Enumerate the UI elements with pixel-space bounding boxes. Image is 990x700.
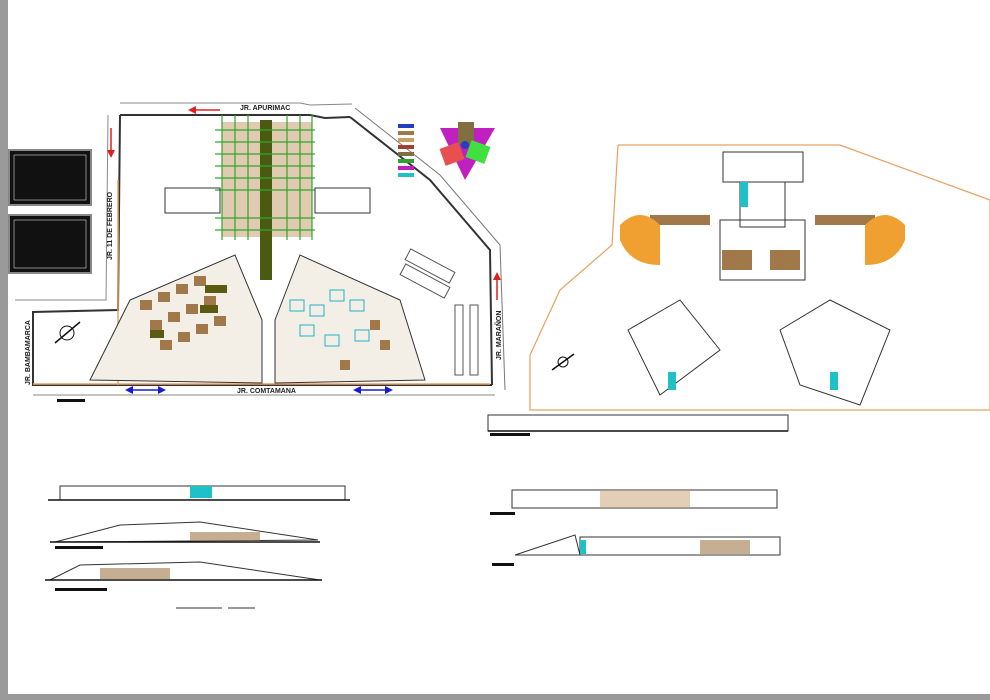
- viewer-border-left: [0, 0, 8, 700]
- traffic-arrow-south-right: [353, 386, 393, 394]
- plan-southwest-wing: [627, 299, 721, 396]
- elevation-right-3: [492, 534, 781, 566]
- central-corridor: [260, 120, 272, 280]
- plan-auditorium-seating: [620, 215, 905, 265]
- street-label-north: JR. APURIMAC: [240, 105, 290, 112]
- street-edge-east: [354, 107, 506, 391]
- street-label-south: JR. COMTAMANA: [237, 388, 296, 395]
- plan-rooms: [650, 215, 875, 270]
- north-arrow-icon: [54, 321, 81, 344]
- plan-glass-2: [668, 372, 676, 390]
- project-emblem: [439, 122, 495, 180]
- traffic-arrow-north: [188, 106, 220, 114]
- southeast-pavilion: [274, 254, 426, 384]
- area-table-1: [8, 149, 92, 206]
- viewer-border-bottom: [0, 694, 990, 700]
- street-label-east: JR. MARAÑON: [494, 311, 503, 360]
- southeast-cyan-units: [289, 289, 370, 347]
- site-boundary-east: [349, 116, 493, 386]
- plan-north-arrow-icon: [551, 353, 575, 371]
- floor-plan: [529, 144, 990, 411]
- plan-glass-1: [740, 182, 748, 207]
- plan-site-boundary: [529, 144, 990, 411]
- southeast-blocks: [340, 320, 390, 370]
- parking-area: [399, 248, 479, 376]
- street-label-west: JR. 11 DE FEBRERO: [107, 191, 114, 260]
- street-edge-north: [120, 102, 353, 106]
- southwest-blocks: [140, 276, 226, 350]
- plan-glass-3: [830, 372, 838, 390]
- street-label-southwest: JR. BAMBAMARCA: [25, 320, 32, 385]
- area-table-2: [8, 214, 92, 274]
- elevation-left-2: [50, 521, 320, 549]
- street-edge-west: [15, 114, 109, 301]
- traffic-arrow-west: [107, 128, 115, 158]
- plan-north-block: [722, 151, 804, 183]
- scale-bar: [57, 399, 85, 402]
- structural-grid: [215, 115, 315, 240]
- traffic-arrow-south-left: [125, 386, 166, 394]
- elevation-right-1: [487, 414, 789, 436]
- site-boundary-north: [120, 114, 351, 120]
- elevation-left-1: [48, 485, 350, 501]
- southwest-green-areas: [150, 285, 227, 338]
- color-legend: [398, 124, 414, 177]
- east-wing: [314, 187, 371, 214]
- elevation-right-2: [490, 489, 778, 515]
- elevation-left-3: [45, 561, 322, 591]
- west-wing: [164, 187, 221, 214]
- plan-core: [719, 219, 806, 281]
- plan-southeast-wing: [779, 299, 891, 406]
- traffic-arrow-east: [493, 272, 501, 300]
- site-plan: JR. APURIMAC JR. 11 DE FEBRERO JR. BAMBA…: [8, 102, 506, 402]
